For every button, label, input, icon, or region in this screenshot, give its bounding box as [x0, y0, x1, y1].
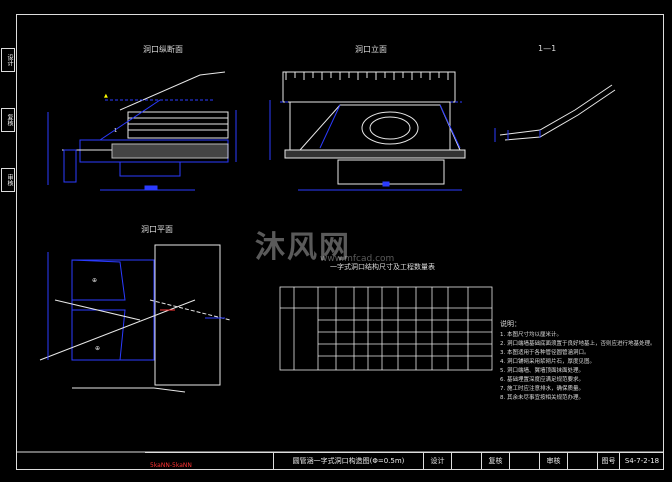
drawing-no-label: 图号 — [597, 453, 619, 470]
watermark-brand: 沐风网 — [255, 230, 351, 265]
sidebar-box-approve: 审核 — [1, 168, 15, 192]
note-line: 8. 其余未尽事宜按相关规范办理。 — [500, 395, 584, 401]
table-title: 一字式洞口结构尺寸及工程数量表 — [330, 263, 435, 271]
svg-text:▲: ▲ — [104, 93, 108, 99]
plan-view-title: 洞口平面 — [141, 225, 173, 234]
drawing-no-value: S4-7-2-18 — [619, 453, 664, 470]
review-sign-cell — [509, 453, 539, 470]
note-line: 5. 洞口端墙、翼墙顶面抹面处理。 — [500, 368, 584, 374]
design-cell: 设计 — [423, 453, 451, 470]
review-cell: 复核 — [481, 453, 509, 470]
svg-text:⊕: ⊕ — [92, 277, 97, 284]
sidebar-box-review: 复核 — [1, 108, 15, 132]
watermark-url: www.mfcad.com — [320, 254, 395, 264]
plan-view: ⊕ ⊕ — [39, 244, 231, 393]
note-line: 7. 施工时应注意排水，确保质量。 — [500, 386, 584, 392]
elevation-view-title: 洞口立面 — [355, 45, 387, 54]
note-line: 2. 洞口端墙基础底面须置于良好地基上，否则应进行地基处理。 — [500, 341, 656, 347]
section-view: 1 ▲ — [47, 71, 237, 191]
title-block: 圆管涵一字式洞口构造图(Φ=0.5m) 设计 复核 审核 图号 S4-7-2-1… — [145, 452, 664, 470]
note-line: 3. 本图适用于各种管径圆管涵洞口。 — [500, 350, 590, 356]
left-sidebar: 设计 复核 审核 — [1, 40, 15, 240]
red-tag-label: 5kaNN-5kaNN — [150, 462, 192, 469]
quantity-table — [279, 286, 493, 371]
approve-cell: 审核 — [539, 453, 567, 470]
design-sign-cell — [451, 453, 481, 470]
drawing-name: 圆管涵一字式洞口构造图(Φ=0.5m) — [273, 453, 423, 470]
section-view-title: 洞口纵断面 — [143, 45, 183, 54]
svg-text:1: 1 — [114, 128, 117, 134]
approve-sign-cell — [567, 453, 597, 470]
notes-block: 说明： 1. 本图尺寸均以厘米计。 2. 洞口端墙基础底面须置于良好地基上，否则… — [500, 320, 665, 403]
note-line: 6. 基础埋置深度应满足规范要求。 — [500, 377, 584, 383]
sidebar-box-design: 设计 — [1, 48, 15, 72]
notes-heading: 说明： — [500, 320, 521, 328]
cut-view — [494, 84, 616, 142]
drawing-frame — [16, 14, 664, 470]
elevation-view — [269, 71, 466, 191]
svg-text:⊕: ⊕ — [95, 345, 100, 352]
cut-view-title: 1—1 — [538, 44, 557, 53]
note-line: 1. 本图尺寸均以厘米计。 — [500, 332, 562, 338]
note-line: 4. 洞口铺砌采用浆砌片石，厚度见图。 — [500, 359, 595, 365]
